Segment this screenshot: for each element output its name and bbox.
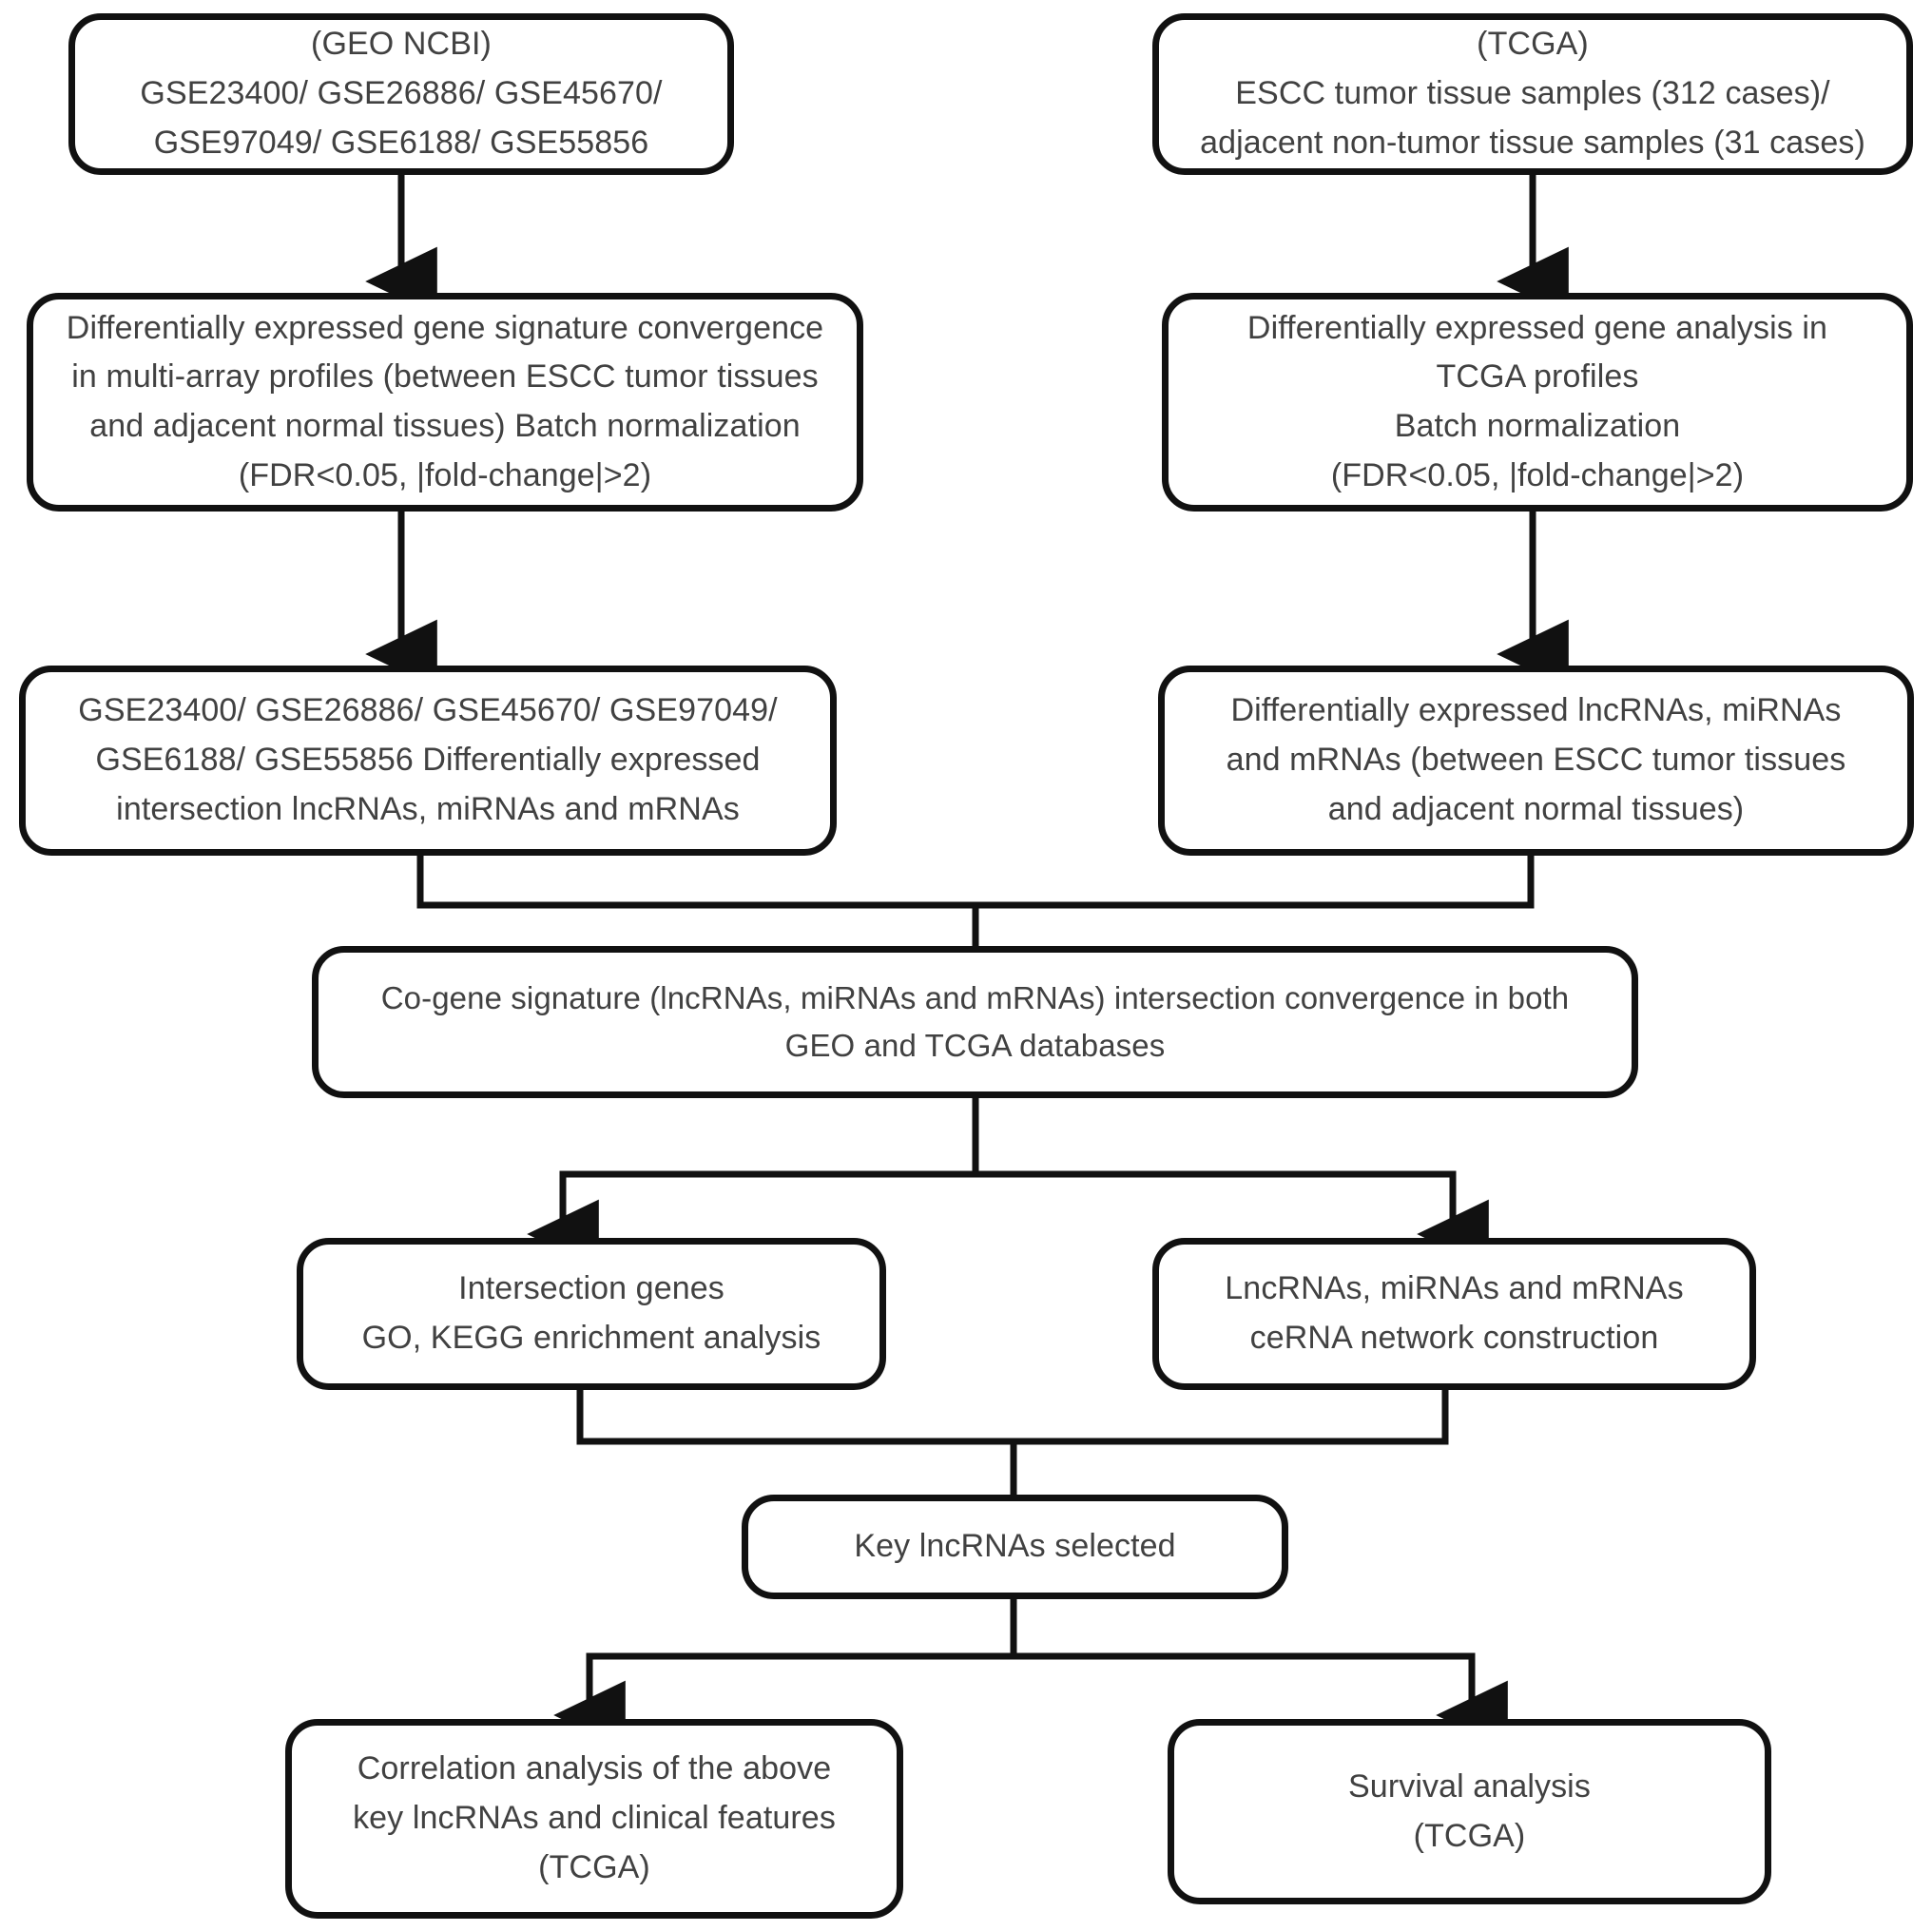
node-tcga-result-label: Differentially expressed lncRNAs, miRNAs…	[1226, 692, 1846, 827]
node-geo-de-label: Differentially expressed gene signature …	[66, 309, 824, 493]
node-cerna-network[interactable]: LncRNAs, miRNAs and mRNAs ceRNA network …	[1152, 1238, 1756, 1390]
node-correlation-analysis[interactable]: Correlation analysis of the above key ln…	[285, 1719, 903, 1919]
node-tcga-differential-expression[interactable]: Differentially expressed gene analysis i…	[1162, 293, 1913, 512]
node-correlation-label: Correlation analysis of the above key ln…	[353, 1750, 836, 1885]
node-geo-result-label: GSE23400/ GSE26886/ GSE45670/ GSE97049/ …	[78, 692, 778, 827]
connector-keylnc-split-right	[1014, 1652, 1476, 1708]
connector-merge-to-cogene	[416, 856, 1535, 909]
node-geo-result[interactable]: GSE23400/ GSE26886/ GSE45670/ GSE97049/ …	[19, 666, 837, 856]
node-go-kegg-label: Intersection genes GO, KEGG enrichment a…	[361, 1270, 821, 1356]
connector-cogene-split-right	[976, 1170, 1457, 1226]
node-cerna-label: LncRNAs, miRNAs and mRNAs ceRNA network …	[1225, 1270, 1684, 1356]
node-go-kegg-enrichment[interactable]: Intersection genes GO, KEGG enrichment a…	[297, 1238, 886, 1390]
node-geo-source[interactable]: (GEO NCBI) GSE23400/ GSE26886/ GSE45670/…	[68, 13, 734, 175]
node-survival-analysis[interactable]: Survival analysis (TCGA)	[1168, 1719, 1771, 1904]
node-survival-label: Survival analysis (TCGA)	[1348, 1767, 1591, 1854]
connector-cogene-split	[559, 1098, 979, 1226]
connector-merge-to-keylnc	[576, 1390, 1449, 1445]
node-tcga-source-label: (TCGA) ESCC tumor tissue samples (312 ca…	[1200, 26, 1865, 161]
node-geo-differential-expression[interactable]: Differentially expressed gene signature …	[27, 293, 863, 512]
node-tcga-de-label: Differentially expressed gene analysis i…	[1246, 309, 1828, 493]
node-key-lncrnas-label: Key lncRNAs selected	[854, 1528, 1176, 1565]
connector-keylnc-split-left	[586, 1599, 1017, 1708]
node-co-gene-label: Co-gene signature (lncRNAs, miRNAs and m…	[380, 979, 1570, 1063]
node-tcga-result[interactable]: Differentially expressed lncRNAs, miRNAs…	[1158, 666, 1914, 856]
node-co-gene-signature[interactable]: Co-gene signature (lncRNAs, miRNAs and m…	[312, 946, 1638, 1098]
node-key-lncrnas-selected[interactable]: Key lncRNAs selected	[742, 1495, 1288, 1599]
node-tcga-source[interactable]: (TCGA) ESCC tumor tissue samples (312 ca…	[1152, 13, 1913, 175]
node-geo-source-label: (GEO NCBI) GSE23400/ GSE26886/ GSE45670/…	[140, 26, 663, 161]
